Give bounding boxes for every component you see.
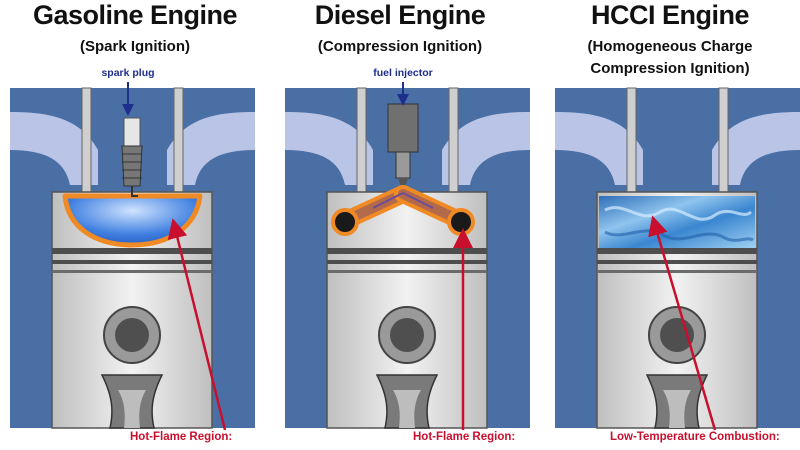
hcci-region-label: Low-Temperature Combustion: xyxy=(610,431,780,443)
spark-plug-label: spark plug xyxy=(101,67,155,79)
hcci-subtitle-line-2: Compression Ignition) xyxy=(590,60,750,77)
gasoline-panel xyxy=(9,82,256,431)
hcci-subtitle-line-1: (Homogeneous Charge xyxy=(587,38,753,55)
spark-plug-icon xyxy=(121,117,143,197)
hcci-region-arrow xyxy=(648,215,717,431)
gasoline-region-arrow xyxy=(167,218,227,431)
hcci-subtitle: (Homogeneous Charge Compression Ignition… xyxy=(540,36,800,80)
gasoline-region-label: Hot-Flame Region: xyxy=(130,431,233,443)
hcci-panel xyxy=(554,87,800,431)
gasoline-title: Gasoline Engine xyxy=(32,0,238,30)
fuel-injector-label: fuel injector xyxy=(373,67,433,79)
diesel-subtitle: (Compression Ignition) xyxy=(270,36,530,58)
gasoline-subtitle: (Spark Ignition) xyxy=(5,36,265,58)
gasoline-subtitle-line: (Spark Ignition) xyxy=(80,38,190,55)
fuel-injector-icon xyxy=(387,103,419,192)
hcci-title: HCCI Engine xyxy=(590,0,750,30)
diesel-title: Diesel Engine xyxy=(314,0,486,30)
diesel-panel xyxy=(284,82,531,430)
diesel-region-label: Hot-Flame Region: xyxy=(413,431,516,443)
gasoline-flame-region xyxy=(62,193,203,248)
diesel-flame-region xyxy=(331,185,475,236)
diesel-subtitle-line: (Compression Ignition) xyxy=(317,38,483,55)
